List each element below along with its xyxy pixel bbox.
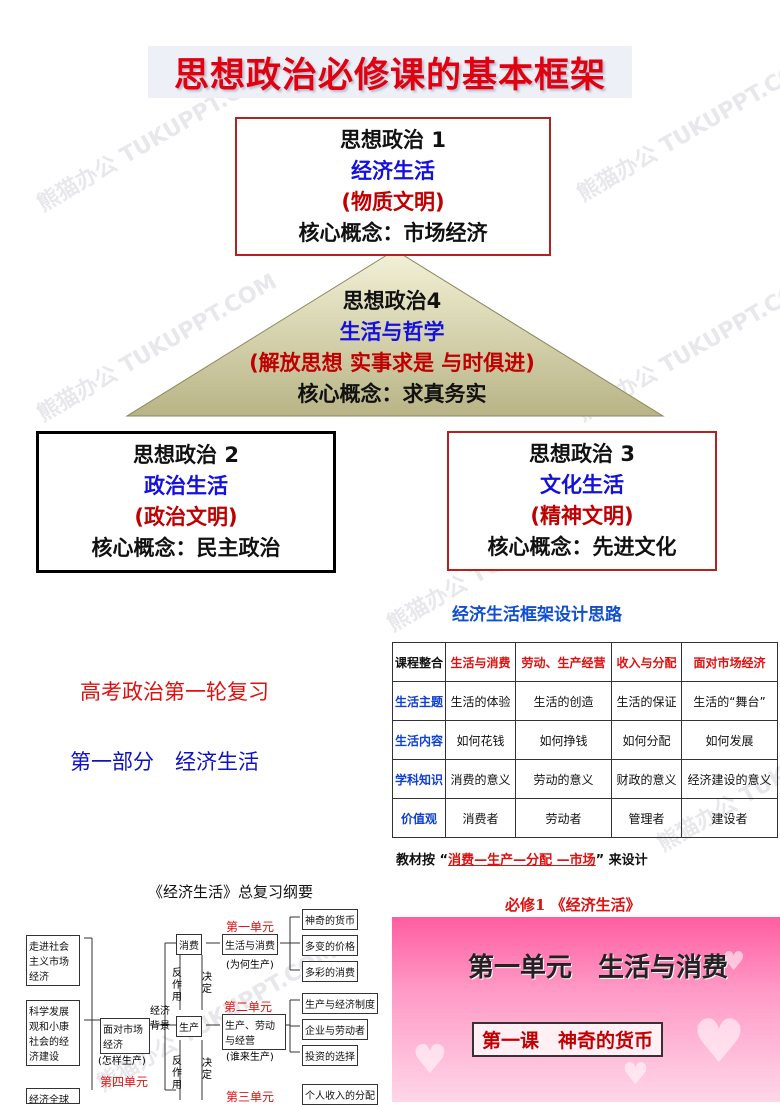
- table-row: 学科知识 消费的意义 劳动的意义 财政的意义 经济建设的意义: [392, 759, 778, 799]
- course-number: 思想政治4: [342, 289, 442, 313]
- course-box-4: 思想政治4 生活与哲学 (解放思想 实事求是 与时俱进) 核心概念：求真务实: [150, 286, 634, 410]
- course-theme: (物质文明): [341, 189, 445, 214]
- course-name: 政治生活: [144, 474, 228, 498]
- outline-decide-2: 决定: [202, 1058, 212, 1081]
- framework-table: 课程整合 生活与消费 劳动、生产经营 收入与分配 面对市场经济 生活主题 生活的…: [392, 642, 778, 838]
- outline-react-2: 反作用: [172, 1056, 182, 1091]
- row-header: 学科知识: [392, 759, 446, 799]
- page-title: 思想政治必修课的基本框架: [148, 46, 632, 98]
- core-concept: 核心概念：民主政治: [91, 536, 281, 560]
- slide-unit-title: 第一单元 生活与消费: [468, 953, 729, 983]
- table-cell: 财政的意义: [610, 759, 683, 799]
- table-cell: 面对市场经济: [681, 642, 778, 682]
- outline-unit1-name: 生活与消费: [222, 934, 278, 955]
- outline-unit2-sub: (谁来生产): [226, 1052, 274, 1063]
- core-concept: 核心概念：市场经济: [298, 220, 488, 245]
- table-row: 价值观 消费者 劳动者 管理者 建设者: [392, 798, 778, 838]
- outline-econ: 经济背景: [150, 1006, 170, 1032]
- table-cell: 生活的创造: [515, 681, 612, 721]
- table-cell: 如何分配: [610, 720, 683, 760]
- outline-react: 反作用: [172, 968, 182, 1003]
- outline-center: 面对市场经济: [100, 1018, 150, 1054]
- outline-u1-item: 多彩的消费: [302, 961, 358, 982]
- table-cell: 生活的保证: [610, 681, 683, 721]
- table-cell: 劳动、生产经营: [515, 642, 612, 682]
- table-cell: 生活与消费: [444, 642, 517, 682]
- course-box-3: 思想政治 3 文化生活 (精神文明) 核心概念：先进文化: [447, 431, 717, 571]
- outline-connectors: [84, 916, 300, 1100]
- outline-u2-item: 生产与经济制度: [302, 993, 378, 1014]
- heart-icon: ♥: [692, 1007, 746, 1077]
- heart-icon: ♥: [722, 947, 746, 977]
- outline-produce: 生产: [176, 1016, 202, 1037]
- review-title: 高考政治第一轮复习: [80, 680, 269, 704]
- table-cell: 生活的体验: [444, 681, 517, 721]
- outline-u3-item: 个人收入的分配: [302, 1084, 378, 1105]
- table-cell: 收入与分配: [610, 642, 683, 682]
- course-number: 思想政治 2: [133, 443, 239, 467]
- course-theme: (精神文明): [530, 504, 634, 528]
- table-header-row: 课程整合 生活与消费 劳动、生产经营 收入与分配 面对市场经济: [392, 642, 778, 682]
- core-concept: 核心概念：先进文化: [487, 535, 677, 559]
- table-cell: 课程整合: [392, 642, 446, 682]
- course-theme: (解放思想 实事求是 与时俱进): [249, 351, 535, 375]
- outline-left-1: 走进社会主义市场经济: [26, 935, 80, 986]
- heart-icon: ♥: [412, 1037, 448, 1083]
- core-concept: 核心概念：求真务实: [297, 382, 487, 406]
- course-number: 思想政治 3: [529, 442, 635, 466]
- note-sequence: 消费—生产—分配 —市场: [448, 853, 596, 868]
- table-cell: 如何发展: [681, 720, 778, 760]
- outline-u2-item: 企业与劳动者: [302, 1019, 368, 1040]
- table-note: 教材按 “消费—生产—分配 —市场” 来设计: [396, 849, 648, 868]
- course-name: 经济生活: [351, 158, 435, 183]
- outline-unit1: 第一单元: [226, 920, 275, 934]
- row-header: 生活内容: [392, 720, 446, 760]
- outline-consume: 消费: [176, 934, 202, 955]
- outline-u1-item: 神奇的货币: [302, 909, 358, 930]
- table-cell: 劳动者: [515, 798, 612, 838]
- table-cell: 建设者: [681, 798, 778, 838]
- outline-u2-item: 投资的选择: [302, 1045, 358, 1066]
- outline-decide: 决定: [202, 972, 212, 995]
- pink-caption: 必修1 《经济生活》: [505, 896, 641, 914]
- note-suffix: ” 来设计: [595, 853, 648, 868]
- course-name: 文化生活: [540, 473, 624, 497]
- outline-unit1-sub: (为何生产): [226, 960, 274, 971]
- row-header: 生活主题: [392, 681, 446, 721]
- table-cell: 经济建设的意义: [681, 759, 778, 799]
- table-cell: 如何花钱: [444, 720, 517, 760]
- table-title: 经济生活框架设计思路: [452, 605, 622, 625]
- note-prefix: 教材按 “: [396, 853, 449, 868]
- table-cell: 管理者: [610, 798, 683, 838]
- course-name: 生活与哲学: [339, 320, 445, 344]
- table-cell: 如何挣钱: [515, 720, 612, 760]
- outline-title: 《经济生活》总复习纲要: [148, 883, 314, 901]
- table-cell: 消费者: [444, 798, 517, 838]
- course-theme: (政治文明): [134, 505, 238, 529]
- table-row: 生活内容 如何花钱 如何挣钱 如何分配 如何发展: [392, 720, 778, 760]
- course-number: 思想政治 1: [340, 127, 446, 152]
- pink-slide: ♥ ♥ ♥ ♥ 第一单元 生活与消费 第一课 神奇的货币: [392, 917, 780, 1102]
- table-cell: 劳动的意义: [515, 759, 612, 799]
- outline-unit2: 第二单元: [224, 1000, 273, 1014]
- outline-unit3: 第三单元: [226, 1090, 275, 1104]
- outline-u1-item: 多变的价格: [302, 935, 358, 956]
- outline-center-sub: (怎样生产): [98, 1056, 146, 1067]
- course-box-2: 思想政治 2 政治生活 (政治文明) 核心概念：民主政治: [36, 431, 336, 573]
- table-cell: 消费的意义: [444, 759, 517, 799]
- course-box-1: 思想政治 1 经济生活 (物质文明) 核心概念：市场经济: [235, 117, 551, 256]
- review-part: 第一部分 经济生活: [70, 750, 259, 774]
- outline-left-2: 科学发展观和小康社会的经济建设: [26, 1000, 80, 1066]
- heart-icon: ♥: [622, 1057, 649, 1092]
- table-cell: 生活的“舞台”: [681, 681, 778, 721]
- slide-lesson-title: 第一课 神奇的货币: [472, 1022, 664, 1057]
- outline-unit2-name: 生产、劳动与经营: [222, 1014, 286, 1050]
- table-row: 生活主题 生活的体验 生活的创造 生活的保证 生活的“舞台”: [392, 681, 778, 721]
- outline-unit4: 第四单元: [100, 1075, 149, 1089]
- triangle-shape: [125, 249, 665, 417]
- row-header: 价值观: [392, 798, 446, 838]
